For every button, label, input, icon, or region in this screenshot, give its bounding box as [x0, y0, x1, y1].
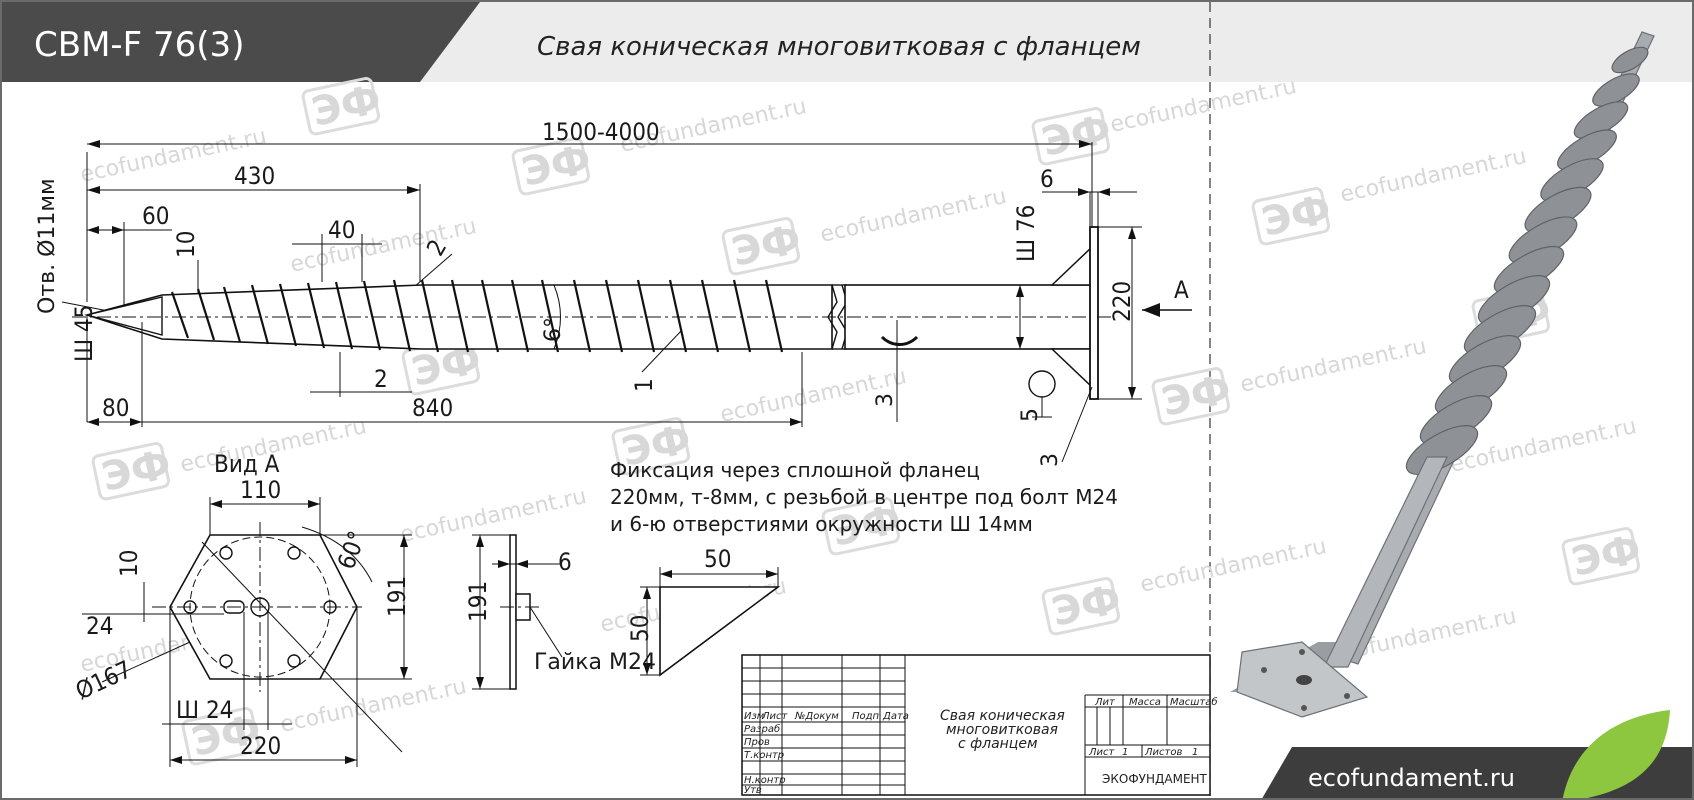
stamp-title-2: многовитковая — [946, 722, 1058, 738]
gusset-width: 50 — [704, 545, 731, 573]
weld-circle — [1028, 370, 1056, 398]
pile-3d-illustration — [1230, 31, 1655, 718]
stamp-masshtab: Масштаб — [1170, 696, 1218, 708]
stamp-listov-n: 1 — [1192, 747, 1198, 758]
svg-text:ЭФ: ЭФ — [1038, 106, 1115, 165]
col-podp: Подп — [852, 711, 880, 722]
svg-text:ЭФ: ЭФ — [1158, 366, 1235, 425]
note-line-3: и 6-ю отверстиями окружности Ш 14мм — [610, 512, 1033, 536]
dim-flange-thk: 6 — [1040, 165, 1054, 193]
gusset-height: 50 — [626, 615, 654, 642]
gusset-detail: 50 50 — [626, 545, 781, 677]
watermark-logo: ЭФ — [1151, 366, 1235, 426]
svg-text:ЭФ: ЭФ — [1568, 526, 1645, 585]
row-utv: Утв — [744, 785, 762, 796]
watermark-text: ecofundament.ru — [818, 184, 1009, 248]
dim-pitch: 40 — [328, 216, 355, 244]
fixation-note: Фиксация через сплошной фланец 220мм, т-… — [610, 458, 1118, 536]
slot — [223, 600, 245, 614]
watermark-logo: ЭФ — [1561, 526, 1645, 586]
watermark-text: ecofundament.ru — [1238, 334, 1429, 398]
weld-3a: 3 — [873, 393, 898, 407]
svg-text:ЭФ: ЭФ — [308, 76, 385, 135]
watermark-logo: ЭФ — [1031, 106, 1115, 166]
view-a-d220: 220 — [240, 732, 281, 760]
watermark-logo: ЭФ — [301, 76, 385, 136]
dim-angle: 6° — [541, 317, 566, 342]
hole-label: Отв. Ø11мм — [35, 178, 60, 314]
watermark-text: ecofundament.ru — [1338, 144, 1529, 208]
stamp-title-1: Свая коническая — [940, 708, 1065, 724]
pile-3d-shaft — [1323, 456, 1448, 668]
leaf-icon — [1562, 710, 1670, 798]
dim-tip-offset: 60 — [142, 202, 169, 230]
stamp-title-3: с фланцем — [958, 736, 1038, 752]
svg-text:ЭФ: ЭФ — [1258, 186, 1335, 245]
watermark-text: ecofundament.ru — [278, 674, 469, 738]
view-a-d110: 110 — [240, 476, 281, 504]
watermark-text: ecofundament.ru — [288, 214, 479, 278]
nut-label: Гайка М24 — [534, 650, 656, 675]
watermark-text: ecofundament.ru — [1138, 534, 1329, 598]
flange-side-view: 191 6 Гайка М24 — [464, 534, 656, 690]
stamp-list-n: 1 — [1122, 747, 1128, 758]
svg-text:ЭФ: ЭФ — [728, 216, 805, 275]
drawing-subtitle: Свая коническая многовитковая с фланцем — [537, 32, 1141, 62]
row-tkontr: Т.контр — [744, 750, 784, 761]
stamp-company: ЭКОФУНДАМЕНТ — [1102, 772, 1208, 786]
footer-site[interactable]: ecofundament.ru — [1308, 764, 1515, 792]
watermark-logo: ЭФ — [1251, 186, 1335, 246]
svg-text:ЭФ: ЭФ — [98, 441, 175, 500]
side-d191: 191 — [464, 581, 492, 622]
row-razrab: Разраб — [744, 723, 780, 735]
view-a-d10: 10 — [115, 550, 143, 577]
watermark-text: ecofundament.ru — [398, 484, 589, 548]
stamp-massa: Масса — [1129, 697, 1161, 708]
side-d6: 6 — [558, 548, 572, 576]
col-doc: №Докум — [794, 711, 839, 722]
note-line-2: 220мм, т-8мм, с резьбой в центре под бол… — [610, 485, 1118, 509]
dim-tip-len: 80 — [102, 394, 129, 422]
dim-blade: 2 — [374, 365, 388, 393]
watermark-logo: ЭФ — [1041, 576, 1125, 636]
view-a-d24: 24 — [86, 612, 113, 640]
col-list: Лист — [761, 711, 789, 722]
col-izm: Изм — [744, 711, 765, 722]
dim-tip-dia: Ш 45 — [70, 305, 98, 362]
view-a: Вид А 110 10 24 60° — [71, 450, 412, 767]
view-a-d191: 191 — [383, 576, 411, 617]
flange — [1089, 226, 1099, 400]
col-data: Дата — [882, 711, 909, 722]
view-a-sh24: Ш 24 — [176, 696, 233, 724]
dim-overall: 1500-4000 — [542, 118, 660, 146]
pile-drawing: 1500-4000 430 60 40 10 2 Отв. Ø11мм — [35, 118, 1192, 467]
model-badge — [2, 2, 480, 82]
stamp-lit: Лит — [1094, 697, 1116, 708]
dim-thread-length: 430 — [234, 162, 275, 190]
title-block: Изм Лист №Докум Подп Дата Разраб Пров Т.… — [741, 654, 1218, 796]
watermark-logo: ЭФ — [91, 441, 175, 501]
view-arrow-label: А — [1174, 276, 1189, 304]
weld-3b: 3 — [1038, 453, 1063, 467]
dim-cone-len: 840 — [412, 394, 453, 422]
helix-blades — [170, 279, 784, 353]
row-prov: Пров — [744, 737, 770, 748]
dim-pitch-h: 10 — [172, 231, 200, 258]
stamp-list: Лист — [1088, 747, 1116, 758]
dim-pipe: Ш 76 — [1012, 205, 1040, 262]
row-nkontr: Н.контр — [744, 775, 786, 786]
watermark-logo: ЭФ — [721, 216, 805, 276]
dim-flange-h: 220 — [1108, 281, 1136, 322]
model-title: СВМ-F 76(3) — [34, 25, 244, 65]
view-a-title: Вид А — [214, 450, 280, 478]
stamp-listov: Листов — [1144, 747, 1182, 758]
watermark-text: ecofundament.ru — [1108, 74, 1299, 138]
svg-text:ЭФ: ЭФ — [1048, 576, 1125, 635]
label-1: 1 — [630, 378, 658, 392]
note-line-1: Фиксация через сплошной фланец — [610, 458, 980, 482]
weld-5: 5 — [1018, 408, 1043, 422]
view-a-d60: 60° — [332, 527, 371, 573]
